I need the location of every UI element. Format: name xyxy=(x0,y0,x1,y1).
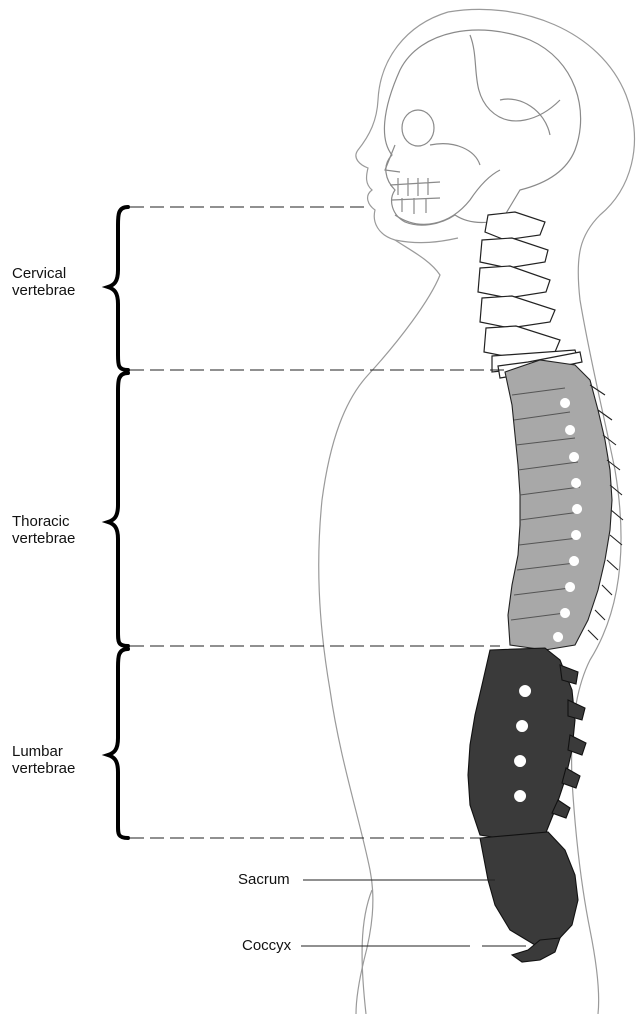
vertebra-c2 xyxy=(480,238,548,268)
sacrum xyxy=(480,832,578,945)
cervical-label-line2: vertebrae xyxy=(12,282,75,299)
thoracic-label-line1: Thoracic xyxy=(12,513,75,530)
cranial-suture xyxy=(470,35,560,121)
cervical-vertebrae-label: Cervical vertebrae xyxy=(12,265,75,299)
lumbar-bracket xyxy=(108,649,128,838)
lumbar-label-line1: Lumbar xyxy=(12,743,75,760)
skull xyxy=(384,30,580,225)
skull-outline xyxy=(384,30,580,225)
leg-outline xyxy=(362,890,372,1014)
lumbar-vertebrae-label: Lumbar vertebrae xyxy=(12,743,75,777)
thoracic-bracket xyxy=(108,373,128,646)
nasal-cavity xyxy=(385,145,400,172)
vertebra-c4 xyxy=(480,296,555,328)
coccyx-label: Coccyx xyxy=(242,937,291,954)
temporal-line xyxy=(500,99,550,135)
front-outline xyxy=(319,240,440,1014)
jaw xyxy=(395,170,500,224)
sacrum-label: Sacrum xyxy=(238,871,290,888)
vertebra-c3 xyxy=(478,266,550,298)
dashed-guides xyxy=(130,207,505,838)
vertebra-c1 xyxy=(485,212,545,240)
cervical-bracket xyxy=(108,207,128,370)
upper-teeth xyxy=(390,178,440,196)
thoracic-label-line2: vertebrae xyxy=(12,530,75,547)
face-outline xyxy=(356,12,458,243)
region-brackets xyxy=(108,207,128,838)
eye-socket xyxy=(402,110,434,146)
lumbar-sacral-vertebrae xyxy=(468,648,586,962)
lumbar-label-line2: vertebrae xyxy=(12,760,75,777)
cheekbone xyxy=(430,144,480,165)
cervical-vertebrae xyxy=(478,212,582,378)
cervical-label-line1: Cervical xyxy=(12,265,75,282)
thoracic-vertebrae xyxy=(505,360,623,650)
lower-teeth xyxy=(392,198,440,214)
thoracic-vertebrae-label: Thoracic vertebrae xyxy=(12,513,75,547)
thoracic-column xyxy=(505,360,612,650)
